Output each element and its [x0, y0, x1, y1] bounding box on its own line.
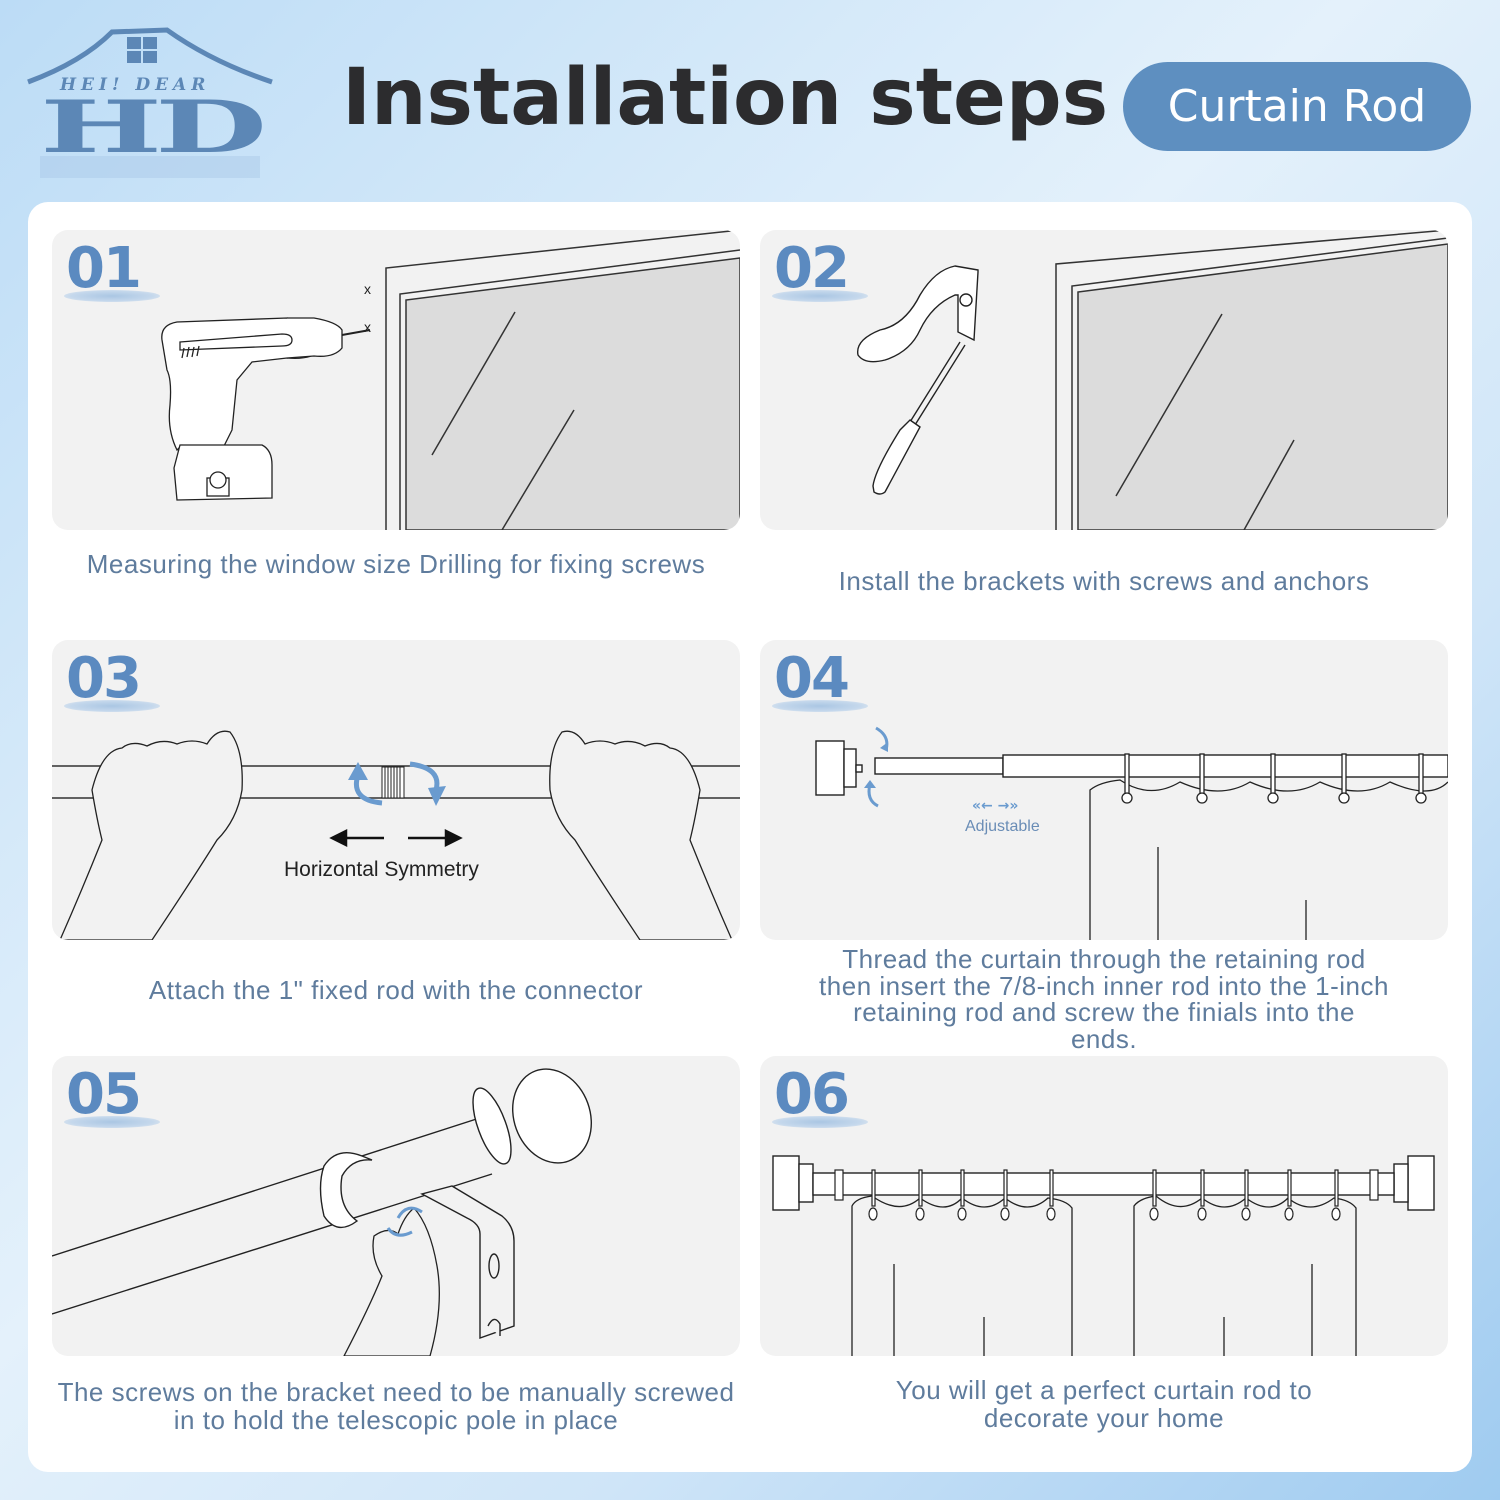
step-number: 06	[774, 1062, 850, 1127]
drill-window-illustration: x x	[161, 230, 740, 530]
arrow-up-icon	[348, 762, 368, 780]
rod-icon	[52, 1113, 493, 1315]
connector-icon	[381, 766, 405, 799]
bracket-window-illustration	[856, 230, 1448, 530]
window-icon	[1055, 230, 1448, 530]
step-number: 05	[66, 1062, 142, 1127]
finial-right-icon	[1393, 1155, 1435, 1211]
step-05-panel: 05	[52, 1056, 740, 1356]
finial-left-icon	[772, 1155, 814, 1211]
finial-icon	[815, 740, 863, 796]
adjustable-label: Adjustable	[965, 818, 1040, 835]
drill-icon	[161, 317, 371, 501]
finial-rod-curtain-illustration: «← →» Adjustable	[815, 726, 1448, 940]
bracket-icon	[420, 1185, 515, 1339]
rod-icon	[812, 1172, 1395, 1196]
product-badge: Curtain Rod	[1123, 62, 1471, 151]
logo-mark: HD	[40, 84, 263, 169]
step-number: 01	[66, 236, 142, 301]
step-04-panel: 04	[760, 640, 1448, 940]
step-02-caption: Install the brackets with screws and anc…	[838, 566, 1370, 596]
bracket-screw-illustration	[52, 1068, 593, 1356]
arrow-down-icon	[428, 786, 446, 806]
ring-hooks-icon	[1121, 753, 1427, 804]
step-06-caption: You will get a perfect curtain rod to de…	[895, 1375, 1313, 1433]
step-number: 03	[66, 646, 142, 711]
steps-card: 01 x x	[28, 202, 1472, 1472]
mark-x-lower: x	[364, 319, 371, 335]
adjustable-arrows-icon: «← →»	[972, 798, 1018, 814]
step-number: 02	[774, 236, 850, 301]
step-04-caption: Thread the curtain through the retaining…	[819, 944, 1389, 1054]
step-01-panel: 01 x x	[52, 230, 740, 530]
step-number: 04	[774, 646, 850, 711]
page-title: Installation steps	[342, 53, 1109, 143]
rod-icon	[874, 754, 1448, 778]
curtain-icon	[1089, 779, 1448, 940]
step-02-panel: 02	[760, 230, 1448, 530]
step-03-caption: Attach the 1" fixed rod with the connect…	[148, 975, 644, 1005]
step-05-caption: The screws on the bracket need to be man…	[57, 1377, 735, 1435]
horizontal-symmetry-label: Horizontal Symmetry	[284, 858, 479, 881]
finished-rod-illustration	[772, 1155, 1435, 1356]
step-03-panel: 03	[52, 640, 740, 940]
mark-x-upper: x	[364, 281, 371, 297]
brand-logo: HEI! DEAR HD	[22, 22, 277, 192]
tighten-arrows-icon	[386, 1206, 423, 1237]
hands-rod-illustration: Horizontal Symmetry	[52, 730, 740, 940]
screwdriver-icon	[872, 341, 966, 495]
house-logo-icon: HEI! DEAR HD	[27, 27, 273, 178]
step-06-panel: 06	[760, 1056, 1448, 1356]
window-icon	[385, 230, 740, 530]
bracket-ring-icon	[319, 1152, 373, 1229]
finial-icon	[472, 1068, 593, 1165]
horizontal-arrows-icon	[329, 828, 463, 848]
step-01-caption: Measuring the window size Drilling for f…	[86, 549, 706, 579]
right-hand-icon	[549, 730, 733, 940]
logo-top-text: HEI! DEAR	[59, 75, 210, 95]
ring-hooks-icon	[834, 1169, 1379, 1221]
left-hand-icon	[59, 730, 243, 940]
bracket-icon	[856, 265, 979, 363]
